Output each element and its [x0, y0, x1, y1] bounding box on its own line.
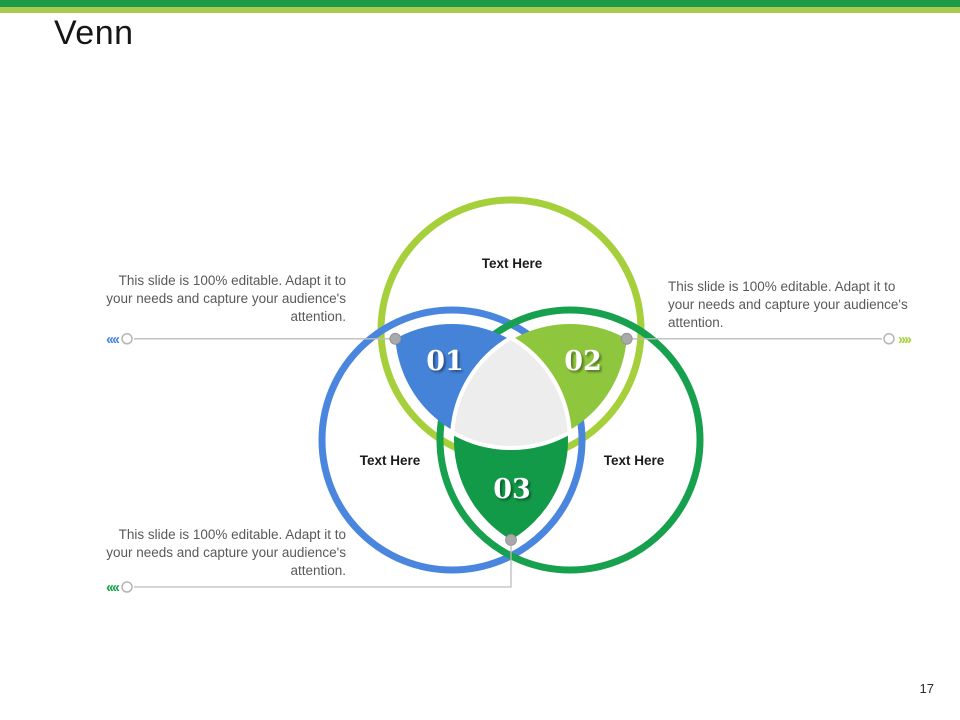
venn-circle-left[interactable] [318, 306, 586, 574]
segment-number-03[interactable]: 03 [493, 474, 531, 505]
segment-number-01[interactable]: 01 [426, 346, 464, 377]
venn-center-region[interactable] [450, 335, 572, 450]
connector-line-bottom [134, 539, 512, 588]
anchor-dot-left [389, 332, 402, 345]
connector-end-circle-left [121, 333, 133, 345]
accent-bar-dark [0, 0, 960, 7]
accent-bar-light [0, 7, 960, 13]
circle-label-right[interactable]: Text Here [603, 453, 665, 468]
page-number: 17 [919, 681, 934, 696]
venn-circle-right[interactable] [436, 306, 704, 574]
connector-end-circle-right [883, 333, 895, 345]
segment-number-02[interactable]: 02 [564, 346, 602, 377]
slide-title[interactable]: Venn [54, 14, 134, 52]
circle-label-left[interactable]: Text Here [359, 453, 421, 468]
callout-note-right[interactable]: This slide is 100% editable. Adapt it to… [668, 278, 924, 332]
anchor-dot-right [620, 332, 633, 345]
callout-note-left[interactable]: This slide is 100% editable. Adapt it to… [90, 272, 346, 326]
anchor-dot-bottom [505, 534, 517, 546]
circle-label-top[interactable]: Text Here [481, 256, 543, 271]
callout-note-left-text: This slide is 100% editable. Adapt it to… [106, 273, 346, 324]
callout-note-bottom-text: This slide is 100% editable. Adapt it to… [106, 527, 346, 578]
chevron-arrow-right: ›››› [898, 331, 912, 348]
callout-note-bottom[interactable]: This slide is 100% editable. Adapt it to… [90, 526, 346, 580]
chevron-arrow-bottom: ‹‹‹‹ [106, 579, 120, 596]
chevron-arrow-left: ‹‹‹‹ [106, 331, 120, 348]
callout-note-right-text: This slide is 100% editable. Adapt it to… [668, 279, 908, 330]
connector-end-circle-bottom [121, 581, 133, 593]
